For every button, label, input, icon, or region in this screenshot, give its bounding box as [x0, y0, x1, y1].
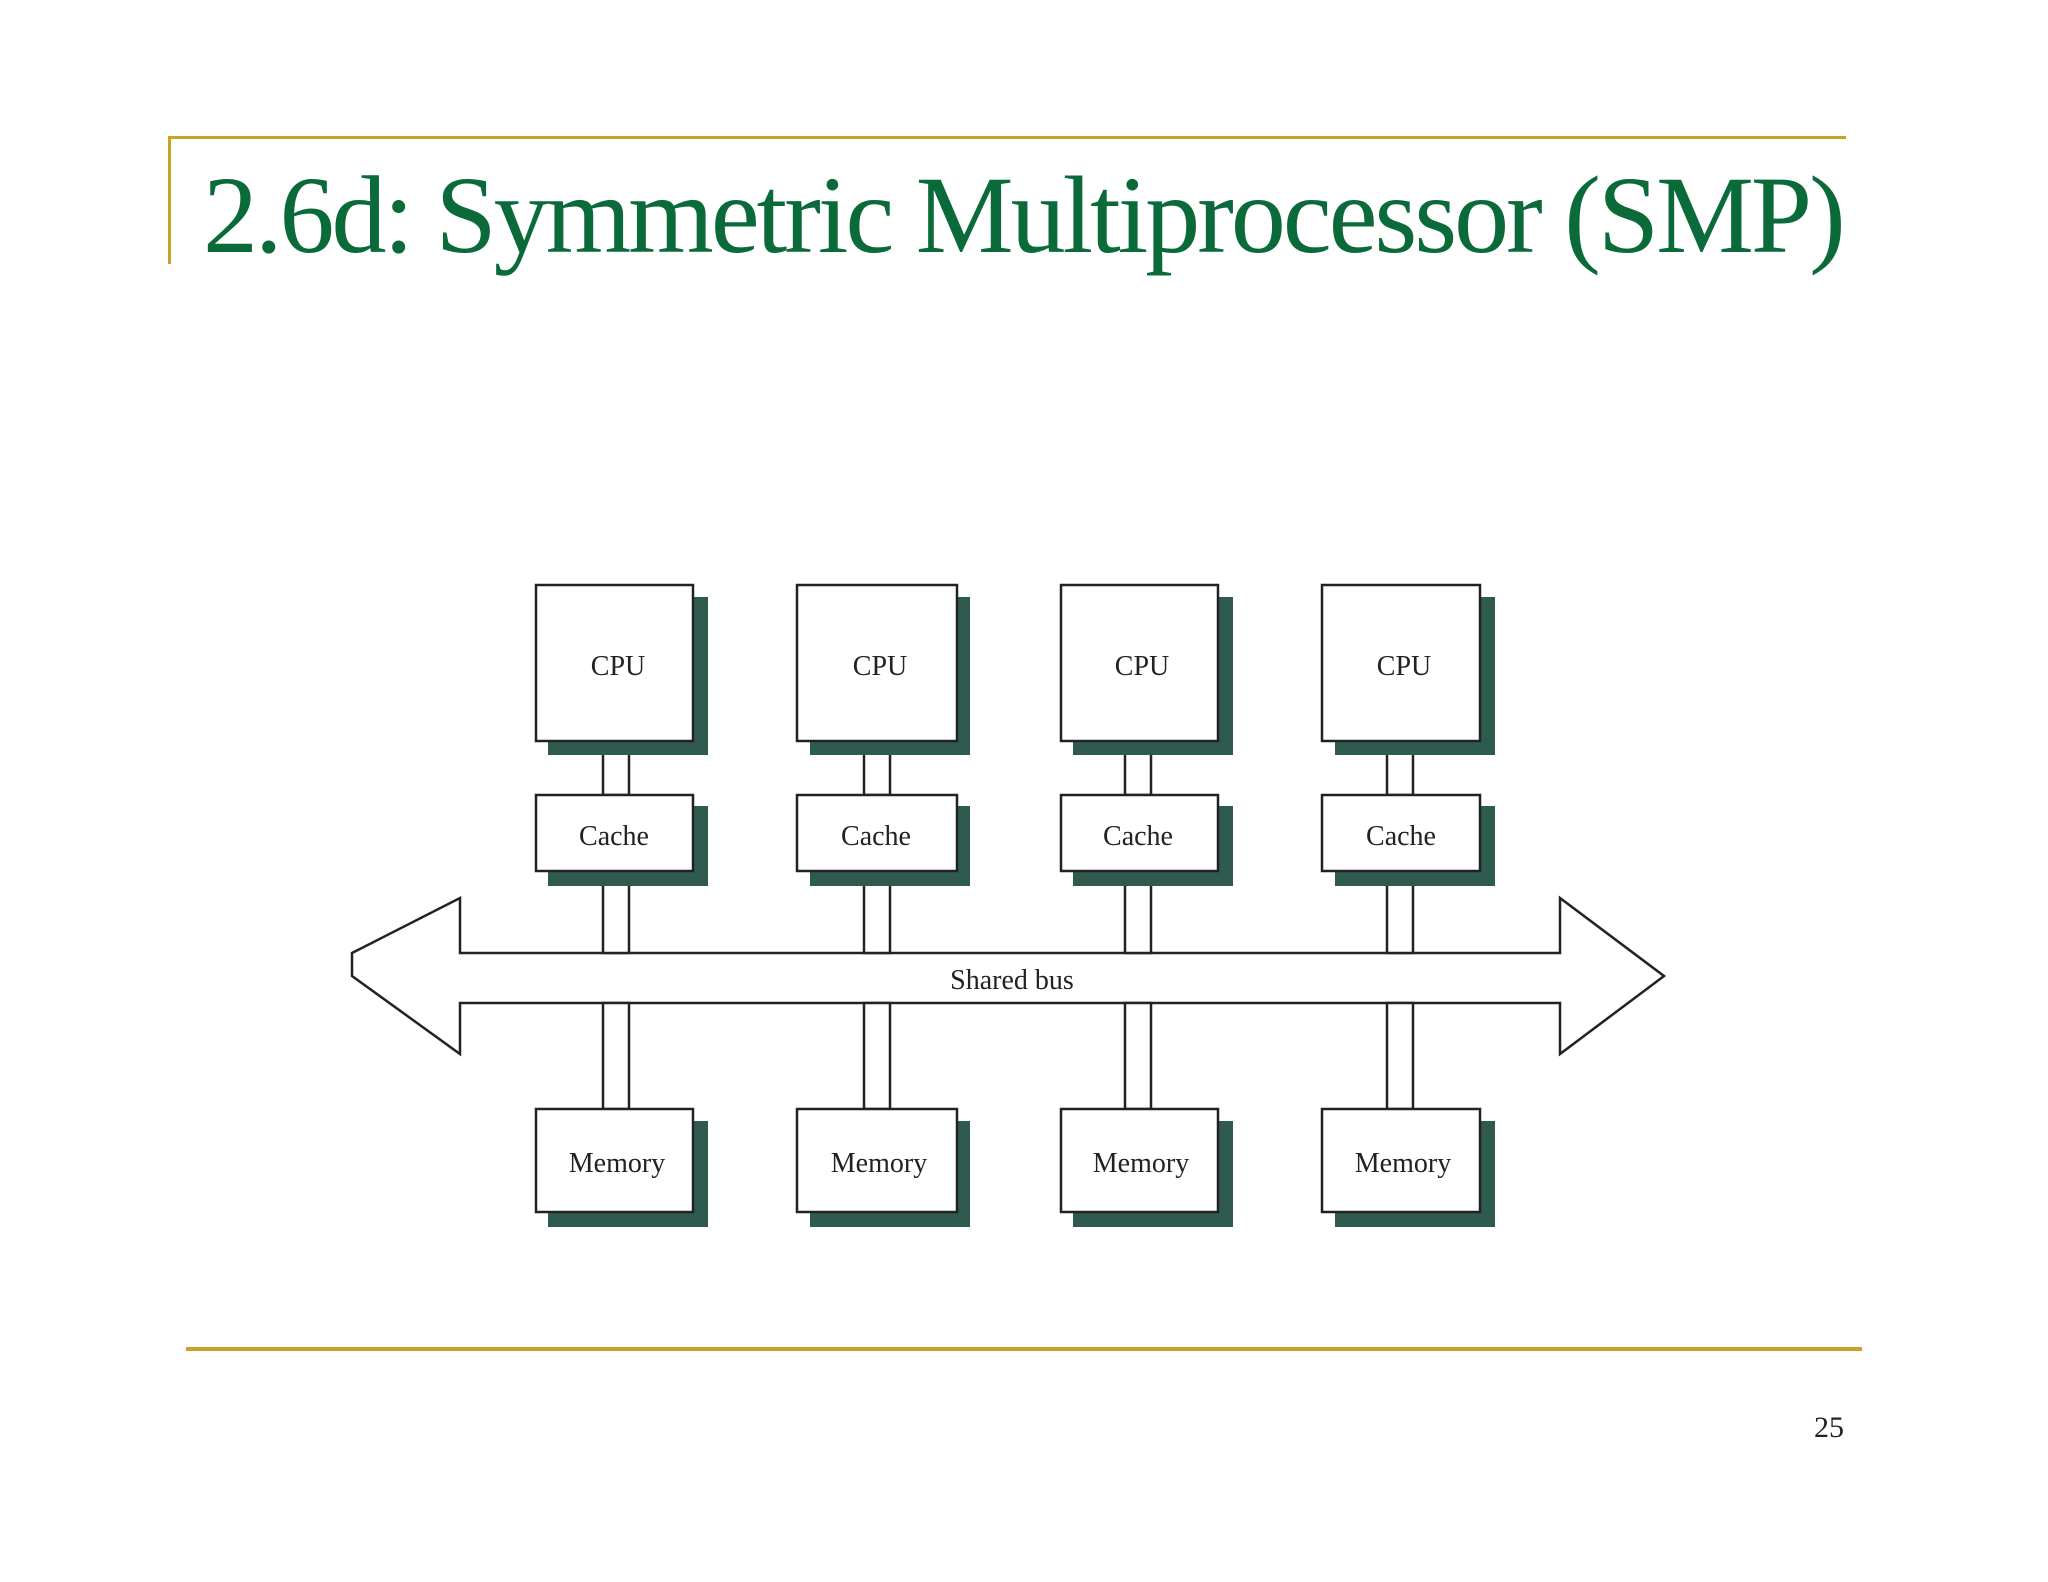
shared-bus: Shared bus	[350, 895, 1667, 1057]
memory-box	[795, 1107, 959, 1214]
cpu-box	[1320, 583, 1482, 743]
cache-label: Cache	[1103, 821, 1173, 852]
cache-box	[534, 793, 695, 873]
slide-title: 2.6d: Symmetric Multiprocessor (SMP)	[203, 154, 1846, 276]
connector-bus-memory	[1123, 1001, 1153, 1111]
page-number: 25	[1814, 1411, 1844, 1444]
shared-bus-arrow	[350, 895, 1667, 1057]
connector-bus-memory	[601, 1001, 631, 1111]
cpu-label: CPU	[591, 651, 645, 682]
processor-node: CPU Cache Memory	[534, 583, 708, 1227]
cpu-box	[534, 583, 695, 743]
cpu-label: CPU	[853, 651, 907, 682]
processor-node: CPU Cache Memory	[795, 583, 970, 1227]
cpu-box	[795, 583, 959, 743]
connector-bus-memory	[1385, 1001, 1415, 1111]
footer-rule	[186, 1347, 1862, 1351]
cache-box	[795, 793, 959, 873]
memory-label: Memory	[1355, 1148, 1451, 1179]
cache-box	[1059, 793, 1220, 873]
cpu-label: CPU	[1377, 651, 1431, 682]
cache-box	[1320, 793, 1482, 873]
cpu-label: CPU	[1115, 651, 1169, 682]
cpu-box	[1059, 583, 1220, 743]
memory-box	[534, 1107, 695, 1214]
cache-label: Cache	[841, 821, 911, 852]
cache-label: Cache	[579, 821, 649, 852]
memory-label: Memory	[569, 1148, 665, 1179]
memory-box	[1320, 1107, 1482, 1214]
title-frame-top-rule	[168, 136, 1846, 139]
processor-node: CPU Cache Memory	[1320, 583, 1495, 1227]
connector-bus-memory	[862, 1001, 892, 1111]
shared-bus-label: Shared bus	[950, 965, 1074, 996]
cache-label: Cache	[1366, 821, 1436, 852]
memory-label: Memory	[831, 1148, 927, 1179]
processor-node: CPU Cache Memory	[1059, 583, 1233, 1227]
memory-label: Memory	[1093, 1148, 1189, 1179]
memory-box	[1059, 1107, 1220, 1214]
title-frame-left-rule	[168, 136, 171, 264]
